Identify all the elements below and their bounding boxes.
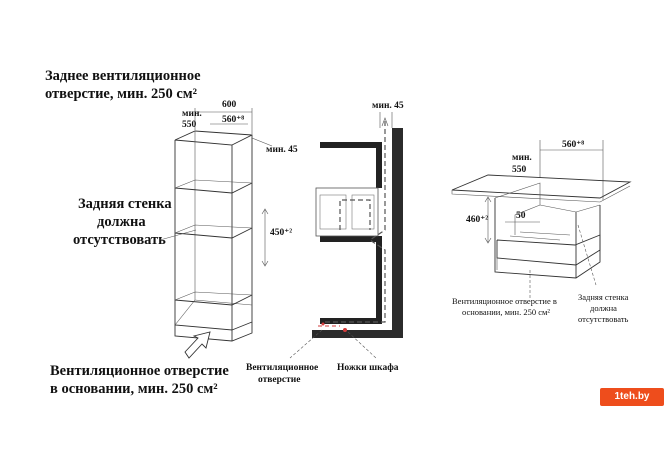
right-dim-560: 560⁺⁸ <box>562 140 584 150</box>
left-wall-label-3: отсутствовать <box>73 232 166 248</box>
watermark-text: 1teh.by <box>614 391 650 402</box>
left-dim-450: 450⁺² <box>270 228 292 238</box>
right-wall-label-2: должна <box>590 303 617 313</box>
left-bottom-label-2: в основании, мин. 250 см² <box>50 381 218 397</box>
back-wall <box>392 128 403 338</box>
left-dim-min-label: мин. <box>182 109 202 119</box>
left-top-label-1: Заднее вентиляционное <box>45 68 201 84</box>
left-wall-label-2: должна <box>97 214 146 230</box>
left-bottom-label-1: Вентиляционное отверстие <box>50 363 229 379</box>
left-dim-560: 560⁺⁸ <box>222 115 244 125</box>
left-dim-600: 600 <box>222 100 237 110</box>
right-vent-label-2: основании, мин. 250 см² <box>462 307 550 317</box>
cabinet-section <box>320 142 382 324</box>
right-dim-550: 550 <box>512 165 527 175</box>
right-wall-label-3: отсутствовать <box>578 314 629 324</box>
tall-cabinet <box>174 130 253 342</box>
left-top-label-2: отверстие, мин. 250 см² <box>45 86 197 102</box>
side-section-diagram: мин. 45 Вентиляционное отверстие <box>246 101 404 385</box>
undercounter-diagram: мин. 550 560⁺⁸ 460⁺² 50 Вентиляционное о… <box>451 140 632 324</box>
watermark-badge: 1teh.by <box>600 388 664 406</box>
left-wall-label-1: Задняя стенка <box>78 196 172 212</box>
left-vent-arrow-icon <box>184 331 211 359</box>
right-dim-min-label: мин. <box>512 153 532 163</box>
left-dim-min45: мин. 45 <box>266 145 298 155</box>
left-cabinet-diagram: Заднее вентиляционное отверстие, мин. 25… <box>45 68 298 397</box>
right-vent-label-1: Вентиляционное отверстие в <box>452 296 557 306</box>
right-dim-460: 460⁺² <box>466 215 488 225</box>
middle-vent-label-2: отверстие <box>258 375 301 385</box>
airflow-path <box>325 120 386 323</box>
floor-wall <box>312 330 403 338</box>
middle-dim-min45: мин. 45 <box>372 101 404 111</box>
middle-legs-label: Ножки шкафа <box>337 362 399 373</box>
left-wall-pointer <box>159 229 197 241</box>
left-dim-550: 550 <box>182 120 197 130</box>
right-wall-label-1: Задняя стенка <box>578 292 629 302</box>
right-dim-50: 50 <box>516 211 526 221</box>
middle-vent-label-1: Вентиляционное <box>246 363 318 373</box>
